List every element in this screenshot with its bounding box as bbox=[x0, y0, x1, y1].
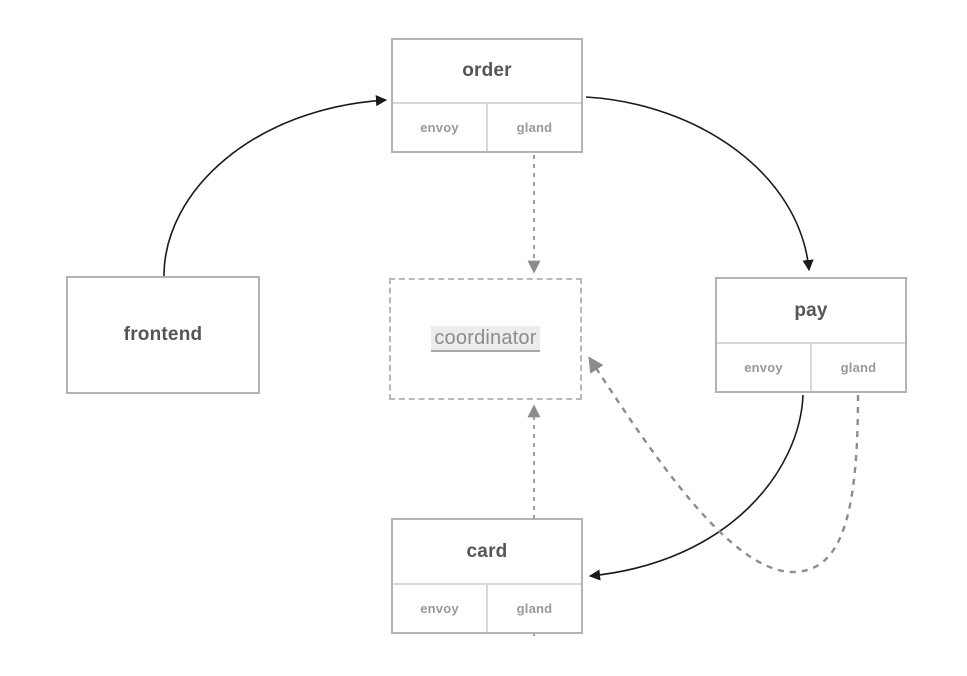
node-coordinator[interactable]: coordinator bbox=[389, 278, 582, 400]
compartment-order-gland[interactable]: gland bbox=[486, 104, 581, 151]
node-pay-compartments: envoy gland bbox=[717, 342, 905, 391]
node-order[interactable]: order envoy gland bbox=[391, 38, 583, 153]
node-card-title: card bbox=[466, 540, 508, 562]
node-coordinator-label: coordinator bbox=[431, 326, 540, 352]
node-order-title: order bbox=[462, 60, 512, 81]
node-card[interactable]: card envoy gland bbox=[391, 518, 583, 634]
node-frontend[interactable]: frontend bbox=[66, 276, 260, 394]
node-pay-title: pay bbox=[794, 299, 828, 321]
node-order-compartments: envoy gland bbox=[393, 102, 581, 151]
node-frontend-title: frontend bbox=[123, 324, 203, 345]
compartment-card-gland[interactable]: gland bbox=[486, 585, 581, 632]
compartment-order-envoy[interactable]: envoy bbox=[420, 120, 459, 135]
node-pay[interactable]: pay envoy gland bbox=[715, 277, 907, 393]
compartment-pay-envoy[interactable]: envoy bbox=[744, 360, 783, 375]
edge-frontend-to-order bbox=[163, 95, 388, 277]
node-card-compartments: envoy gland bbox=[393, 583, 581, 632]
edge-pay-envoy-to-card bbox=[588, 394, 804, 581]
edge-order-to-pay bbox=[585, 96, 814, 272]
compartment-card-envoy[interactable]: envoy bbox=[420, 601, 459, 616]
compartment-pay-gland[interactable]: gland bbox=[810, 344, 905, 391]
